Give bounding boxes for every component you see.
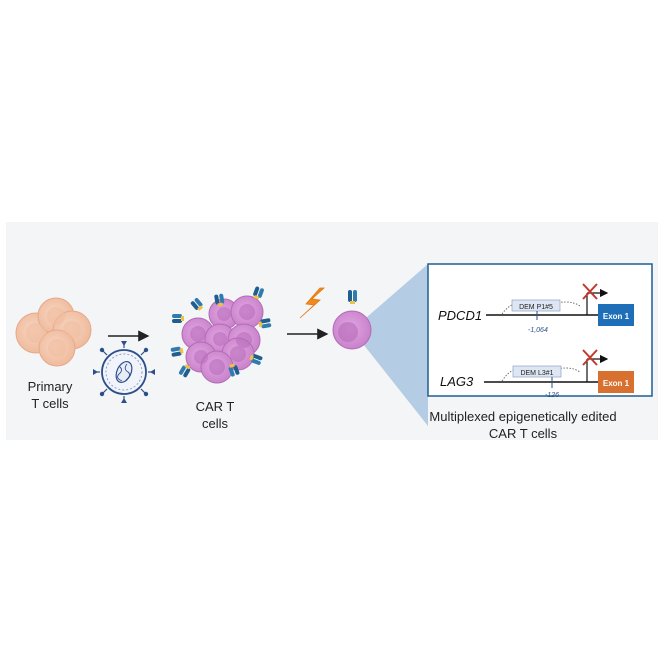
dem-l3-box	[512, 365, 562, 378]
dem-p1-box	[511, 299, 561, 312]
blocked-x-icon	[582, 283, 598, 300]
pdcd1-exon-label: Exon 1	[603, 312, 630, 321]
output-label-line1: Multiplexed epigenetically edited	[429, 409, 617, 424]
t-cell-cluster	[15, 297, 92, 367]
single-car-t-cell	[332, 290, 372, 350]
car-t-cluster	[170, 286, 272, 384]
lag3-position-label: -126	[545, 392, 559, 399]
lag3-gene-label: LAG3	[440, 374, 474, 389]
output-label-line2: CAR T cells	[488, 426, 558, 441]
cart-label-line1: CAR T	[195, 399, 235, 414]
lag3-dem-label: DEM L3#1	[520, 370, 553, 377]
lag3-exon-box	[598, 371, 634, 393]
pdcd1-gene-label: PDCD1	[438, 308, 482, 323]
pdcd1-position-label: -1,064	[528, 327, 548, 334]
magnify-cone	[352, 264, 428, 426]
primary-label-line1: Primary	[27, 379, 73, 394]
car-t-cells-label: CAR T cells	[175, 398, 255, 432]
car-receptor-icons	[170, 286, 272, 378]
pdcd1-dem-label: DEM P1#5	[519, 304, 553, 311]
blocked-x-icon	[582, 349, 598, 366]
lag3-locus	[484, 349, 634, 393]
lightning-icon	[299, 287, 326, 319]
lentivirus-icon	[93, 341, 155, 403]
lag3-exon-label: Exon 1	[603, 379, 630, 388]
cart-label-line2: cells	[201, 416, 228, 431]
output-cells-label: Multiplexed epigenetically edited CAR T …	[398, 408, 648, 442]
pdcd1-exon-box	[598, 304, 634, 326]
pdcd1-locus	[486, 283, 634, 326]
primary-label-line2: T cells	[31, 396, 69, 411]
primary-t-cells-label: Primary T cells	[10, 378, 90, 412]
